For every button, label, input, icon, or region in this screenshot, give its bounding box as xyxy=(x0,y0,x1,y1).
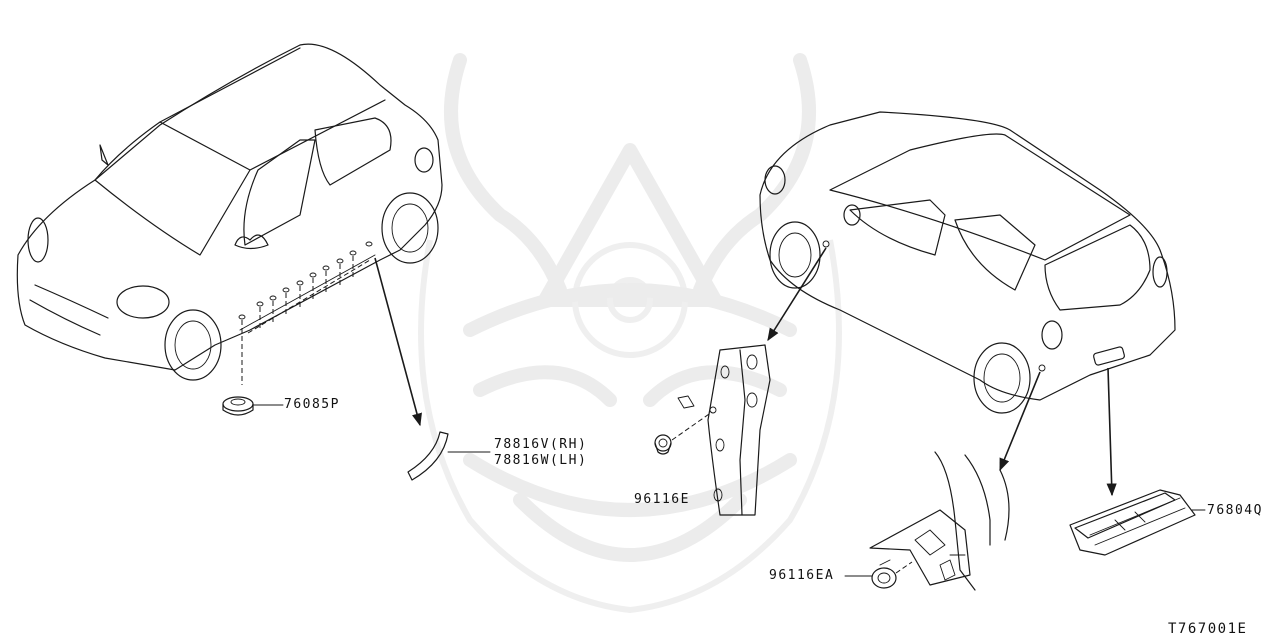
watermark-helmet xyxy=(418,53,842,614)
wheel-arch-detail xyxy=(869,451,1010,591)
rear-car-illustration xyxy=(759,111,1176,414)
grommet-76085p xyxy=(222,396,284,416)
front-car-illustration xyxy=(16,43,443,381)
diagram-reference-code: T767001E xyxy=(1168,621,1248,637)
label-96116e[interactable]: 96116E xyxy=(634,492,690,507)
label-76804q[interactable]: 76804Q xyxy=(1207,503,1263,518)
moulding-78816 xyxy=(407,431,491,481)
label-78816v-rh[interactable]: 78816V(RH) xyxy=(494,437,588,452)
label-78816w-lh[interactable]: 78816W(LH) xyxy=(494,453,588,468)
label-96116ea[interactable]: 96116EA xyxy=(769,568,835,583)
grommet-96116e xyxy=(654,434,672,455)
grommet-96116ea xyxy=(844,561,913,589)
label-76085p[interactable]: 76085P xyxy=(284,397,340,412)
pillar-panel-detail xyxy=(671,344,771,516)
clip-positions xyxy=(238,241,373,385)
lamp-76804q xyxy=(1069,489,1206,556)
